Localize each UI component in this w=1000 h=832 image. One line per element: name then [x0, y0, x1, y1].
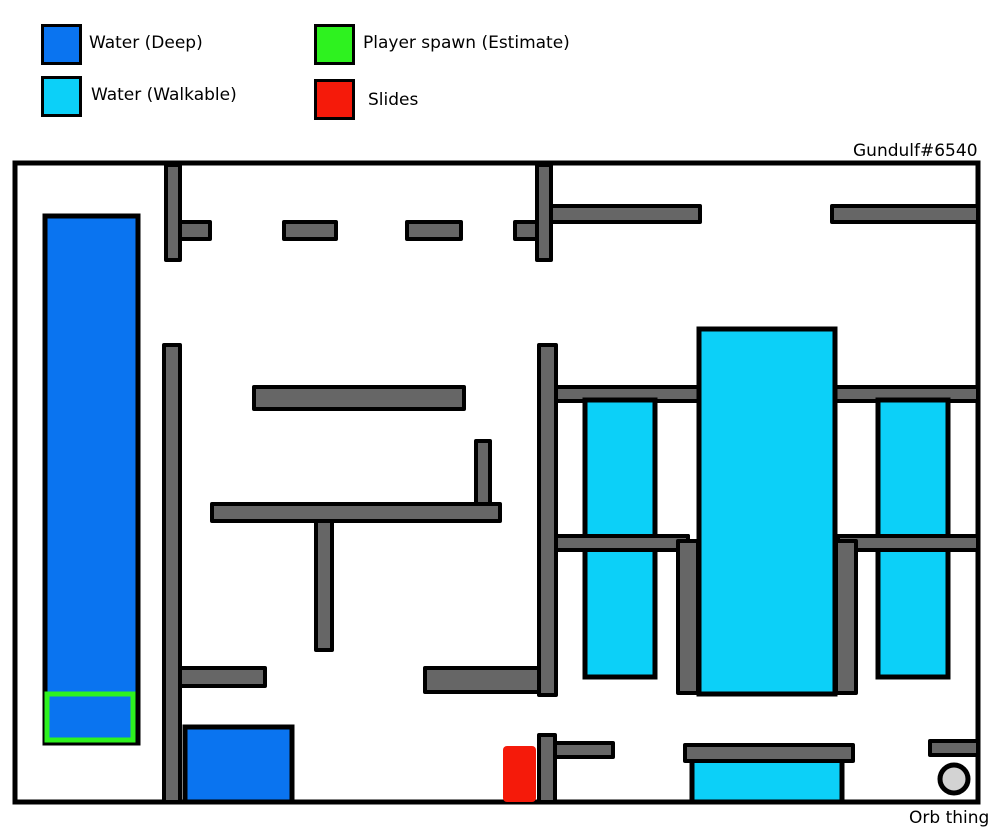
walkable-water-pool-bottom	[689, 757, 845, 805]
legend-swatch-player-spawn	[314, 24, 355, 65]
legend-swatch-slides	[314, 79, 355, 120]
wall	[171, 666, 267, 688]
orb	[937, 762, 971, 796]
wall	[683, 743, 855, 763]
wall	[282, 220, 338, 241]
wall	[423, 666, 550, 694]
deep-water-pool-bottom	[182, 724, 295, 805]
legend-label-slides: Slides	[368, 90, 419, 110]
legend-swatch-walkable-water	[41, 76, 82, 117]
wall	[405, 220, 463, 241]
orb-label: Orb thing	[909, 808, 990, 828]
author-credit: Gundulf#6540	[853, 141, 978, 161]
wall	[928, 739, 980, 757]
legend-label-deep-water: Water (Deep)	[89, 33, 203, 53]
wall	[836, 534, 980, 552]
wall	[546, 534, 690, 552]
wall	[162, 343, 182, 804]
wall	[537, 343, 558, 697]
wall	[537, 733, 557, 804]
wall	[834, 539, 858, 695]
player-spawn-marker	[44, 691, 136, 743]
wall	[164, 163, 182, 262]
deep-water-pool-left	[42, 213, 141, 746]
wall	[542, 204, 702, 224]
wall	[252, 385, 466, 411]
walkable-water-pool-large	[696, 326, 838, 697]
wall	[546, 741, 615, 759]
legend-label-walkable-water: Water (Walkable)	[91, 85, 237, 105]
legend-swatch-deep-water	[41, 24, 82, 65]
wall	[676, 539, 700, 695]
wall	[830, 204, 980, 224]
wall	[210, 502, 502, 523]
wall	[314, 502, 334, 652]
slide	[503, 746, 536, 802]
wall	[535, 163, 553, 262]
legend-label-player-spawn: Player spawn (Estimate)	[363, 33, 570, 53]
